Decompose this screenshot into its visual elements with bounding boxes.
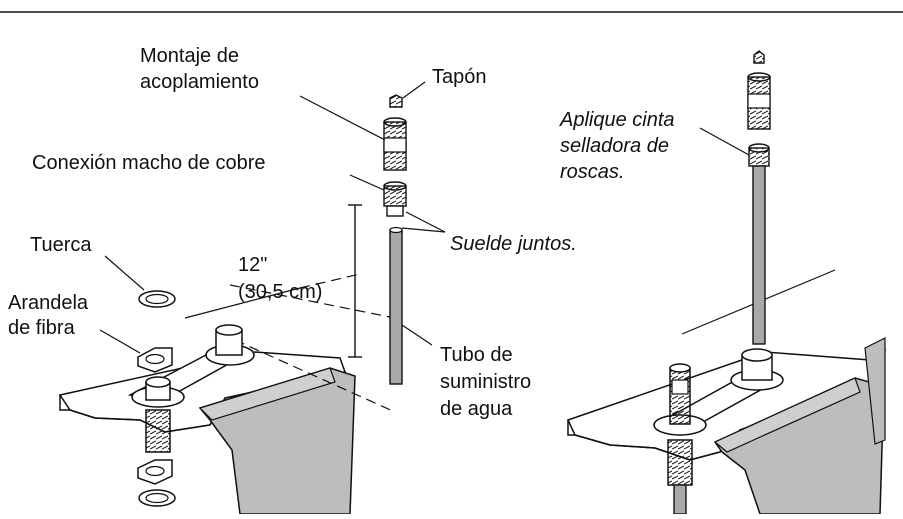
guide-line <box>229 284 396 319</box>
faucet-shank-icon <box>127 324 255 453</box>
tube-label-line2: suministro <box>440 371 532 393</box>
solder-label: Suelde juntos. <box>450 233 577 255</box>
nut-icon <box>138 489 176 507</box>
cap-icon <box>753 50 765 64</box>
tape-label-line3: roscas. <box>560 161 625 183</box>
coupling-icon <box>747 72 771 130</box>
guide-line <box>234 339 396 413</box>
countertop-left <box>58 273 361 515</box>
supply-tube-icon <box>752 165 766 345</box>
male-adapter-icon <box>383 181 407 217</box>
nut-label: Tuerca <box>30 234 92 256</box>
length-inches-label: 12" <box>238 254 268 276</box>
male-adapter-label: Conexión macho de cobre <box>32 152 266 174</box>
tape-label-line2: selladora de <box>560 135 669 157</box>
tube-label-line1: Tubo de <box>440 344 513 366</box>
fiber-washer-icon <box>137 459 173 485</box>
faucet-shank-icon <box>652 348 784 515</box>
male-adapter-icon <box>748 143 770 167</box>
coupling-label-line2: acoplamiento <box>140 71 259 93</box>
leader-lines-right <box>699 127 750 156</box>
supply-tube-icon <box>389 226 403 385</box>
length-cm-label: (30,5 cm) <box>238 281 323 303</box>
coupling-icon <box>383 117 407 171</box>
washer-label-line2: de fibra <box>8 317 75 339</box>
leader-lines-left <box>99 81 446 354</box>
washer-label-line1: Arandela <box>8 292 89 314</box>
coupling-label-line1: Montaje de <box>140 45 239 67</box>
nut-icon <box>138 290 176 308</box>
cap-icon <box>389 94 403 108</box>
tube-label-line3: de agua <box>440 398 513 420</box>
tape-label-line1: Aplique cinta <box>560 109 675 131</box>
dimension-bracket <box>348 204 362 358</box>
fiber-washer-icon <box>137 347 173 373</box>
cap-label: Tapón <box>432 66 487 88</box>
